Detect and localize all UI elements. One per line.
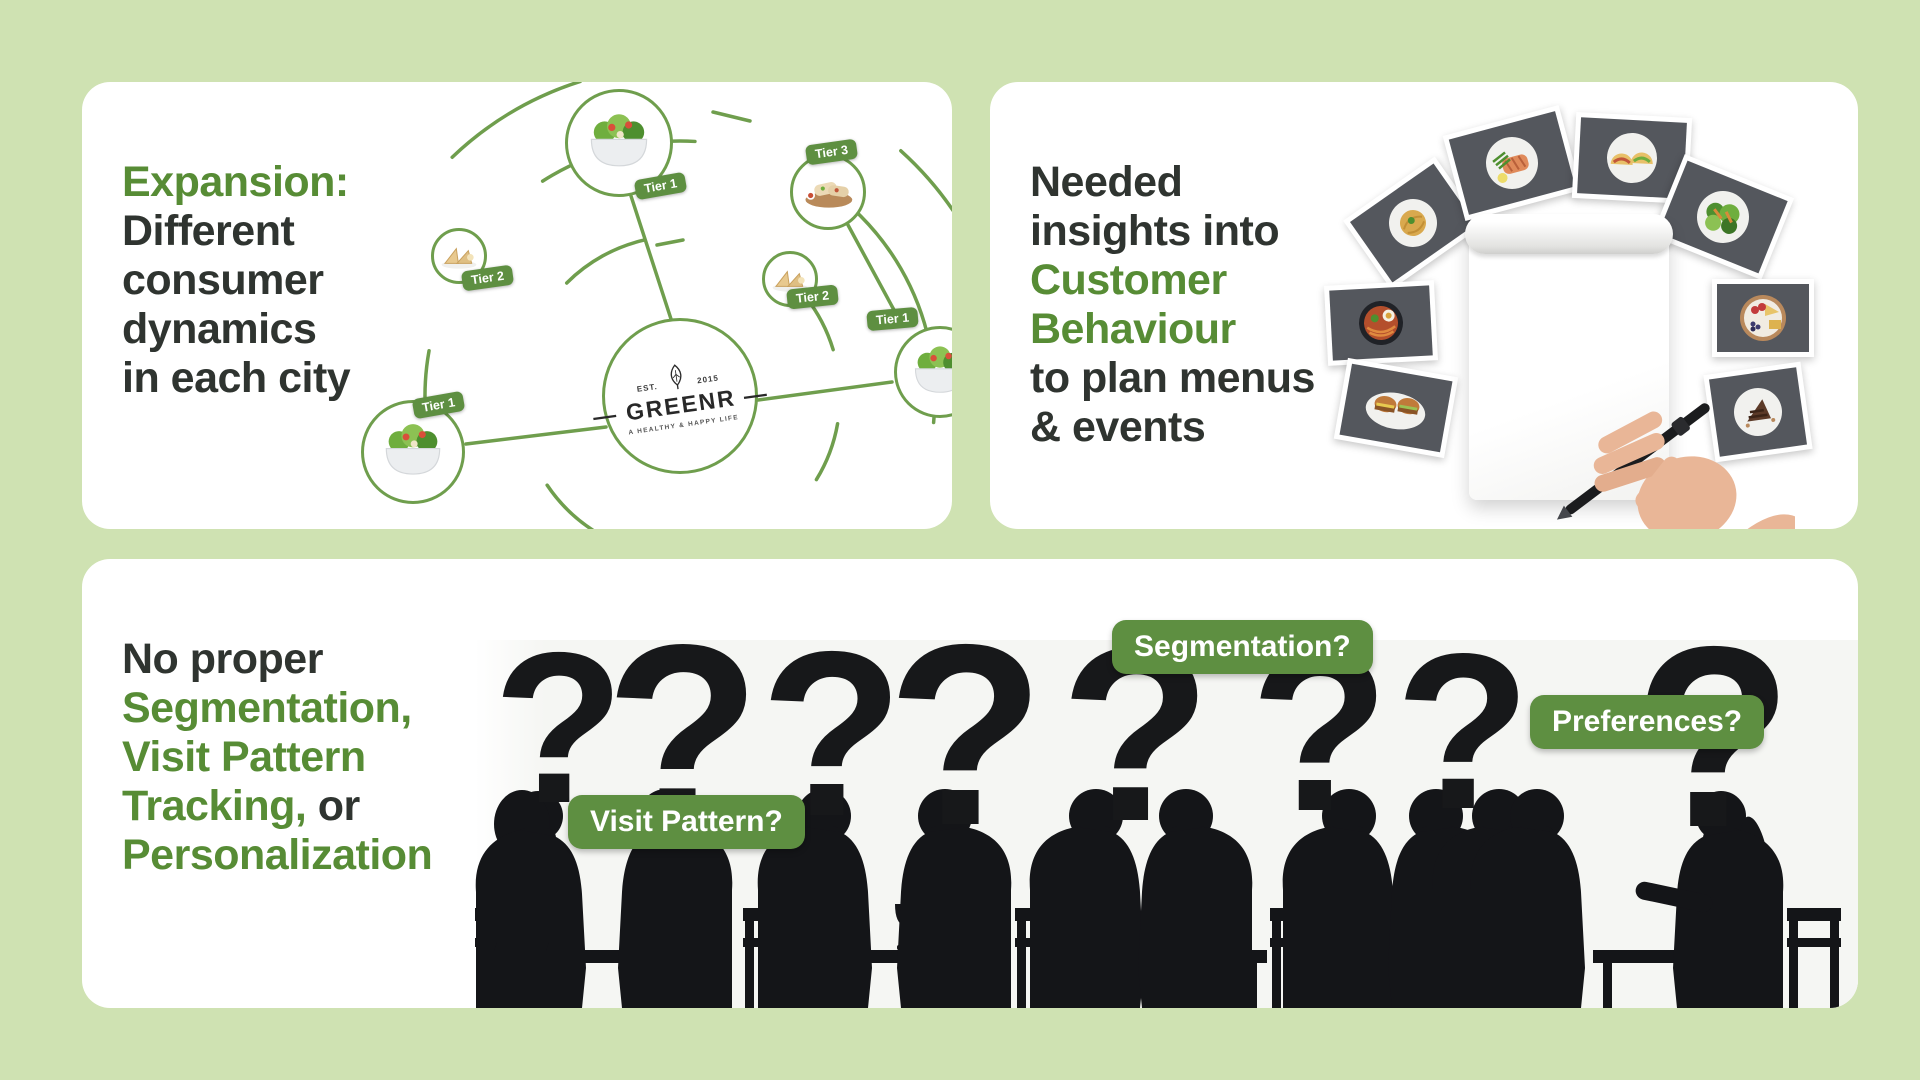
burgers-illustration [1365,392,1426,430]
salmon-illustration [1486,137,1539,189]
badge-segmentation: Segmentation? [1112,620,1373,674]
title-line-highlight: Personalization [122,830,433,879]
salad-bowl-icon [914,346,952,393]
salad-bowl-icon [590,114,648,167]
tacos-illustration [1607,133,1657,183]
leaf-icon [671,364,683,390]
title-line: Different [122,206,295,255]
insights-title: Needed insights into Customer Behaviour … [1030,158,1315,452]
network-orbits-svg [348,82,952,529]
expansion-title: Expansion: Different consumer dynamics i… [122,157,351,403]
photo-pasta [1343,156,1483,290]
photo-chocolate-cake [1703,361,1813,463]
hand-with-pen [1556,403,1795,529]
diagram-node-sandwich-left [431,228,487,284]
title-line: in each city [122,353,351,402]
problems-title: No proper Segmentation, Visit Pattern Tr… [122,634,433,880]
photo-burgers [1333,357,1459,459]
title-line-highlight: Segmentation, [122,683,412,732]
silhouettes-svg [475,789,1841,1008]
diagram-node-wrap [790,154,866,230]
photo-tacos [1571,112,1693,204]
cheese-platter-illustration [1740,295,1786,341]
expansion-card: Expansion: Different consumer dynamics i… [82,82,952,529]
greenr-logo: EST. 2015 — GREENR — A HEALTHY & HAPPY L… [592,318,771,474]
logo-est: EST. [636,382,659,394]
title-line: or [306,781,361,830]
photo-cheese-platter [1712,279,1814,357]
title-line: Tracking, or [122,782,432,831]
title-line-highlight: Tracking, [122,781,307,830]
title-line: consumer [122,255,324,304]
title-line: Needed [1030,157,1183,206]
pasta-illustration [1389,198,1437,247]
title-line: insights into [1030,206,1280,255]
ramen-illustration [1359,300,1403,345]
club-sandwich-icon [441,247,477,269]
diagram-node-salad-bottom [361,400,465,504]
title-line: No proper [122,634,323,683]
photo-ramen-bowl [1323,280,1439,366]
notepad-roll [1465,214,1673,254]
photo-green-salad [1651,154,1795,280]
badge-visit-pattern: Visit Pattern? [568,795,805,849]
insights-card: Needed insights into Customer Behaviour … [990,82,1858,529]
logo-year: 2015 [696,373,720,386]
salad-bowl-icon [385,424,441,475]
photo-grilled-salmon [1442,104,1582,222]
title-line: & events [1030,402,1206,451]
title-line: dynamics [122,304,317,353]
green-salad-illustration [1697,191,1749,243]
title-line: to plan menus [1030,353,1315,402]
dinner-silhouette-scene: ? ? ? ? ? ? ? ? [475,605,1858,1008]
title-line-highlight: Behaviour [1030,304,1236,353]
question-mark: ? [887,590,1045,879]
wrap-platter-icon [805,182,853,208]
title-line-highlight: Expansion: [122,157,349,206]
problems-card: No proper Segmentation, Visit Pattern Tr… [82,559,1858,1008]
title-line-highlight: Customer [1030,255,1227,304]
title-line-highlight: Visit Pattern [122,732,366,781]
chocolate-cake-illustration [1734,388,1782,436]
badge-preferences: Preferences? [1530,695,1765,749]
question-mark: ? [1395,608,1531,856]
